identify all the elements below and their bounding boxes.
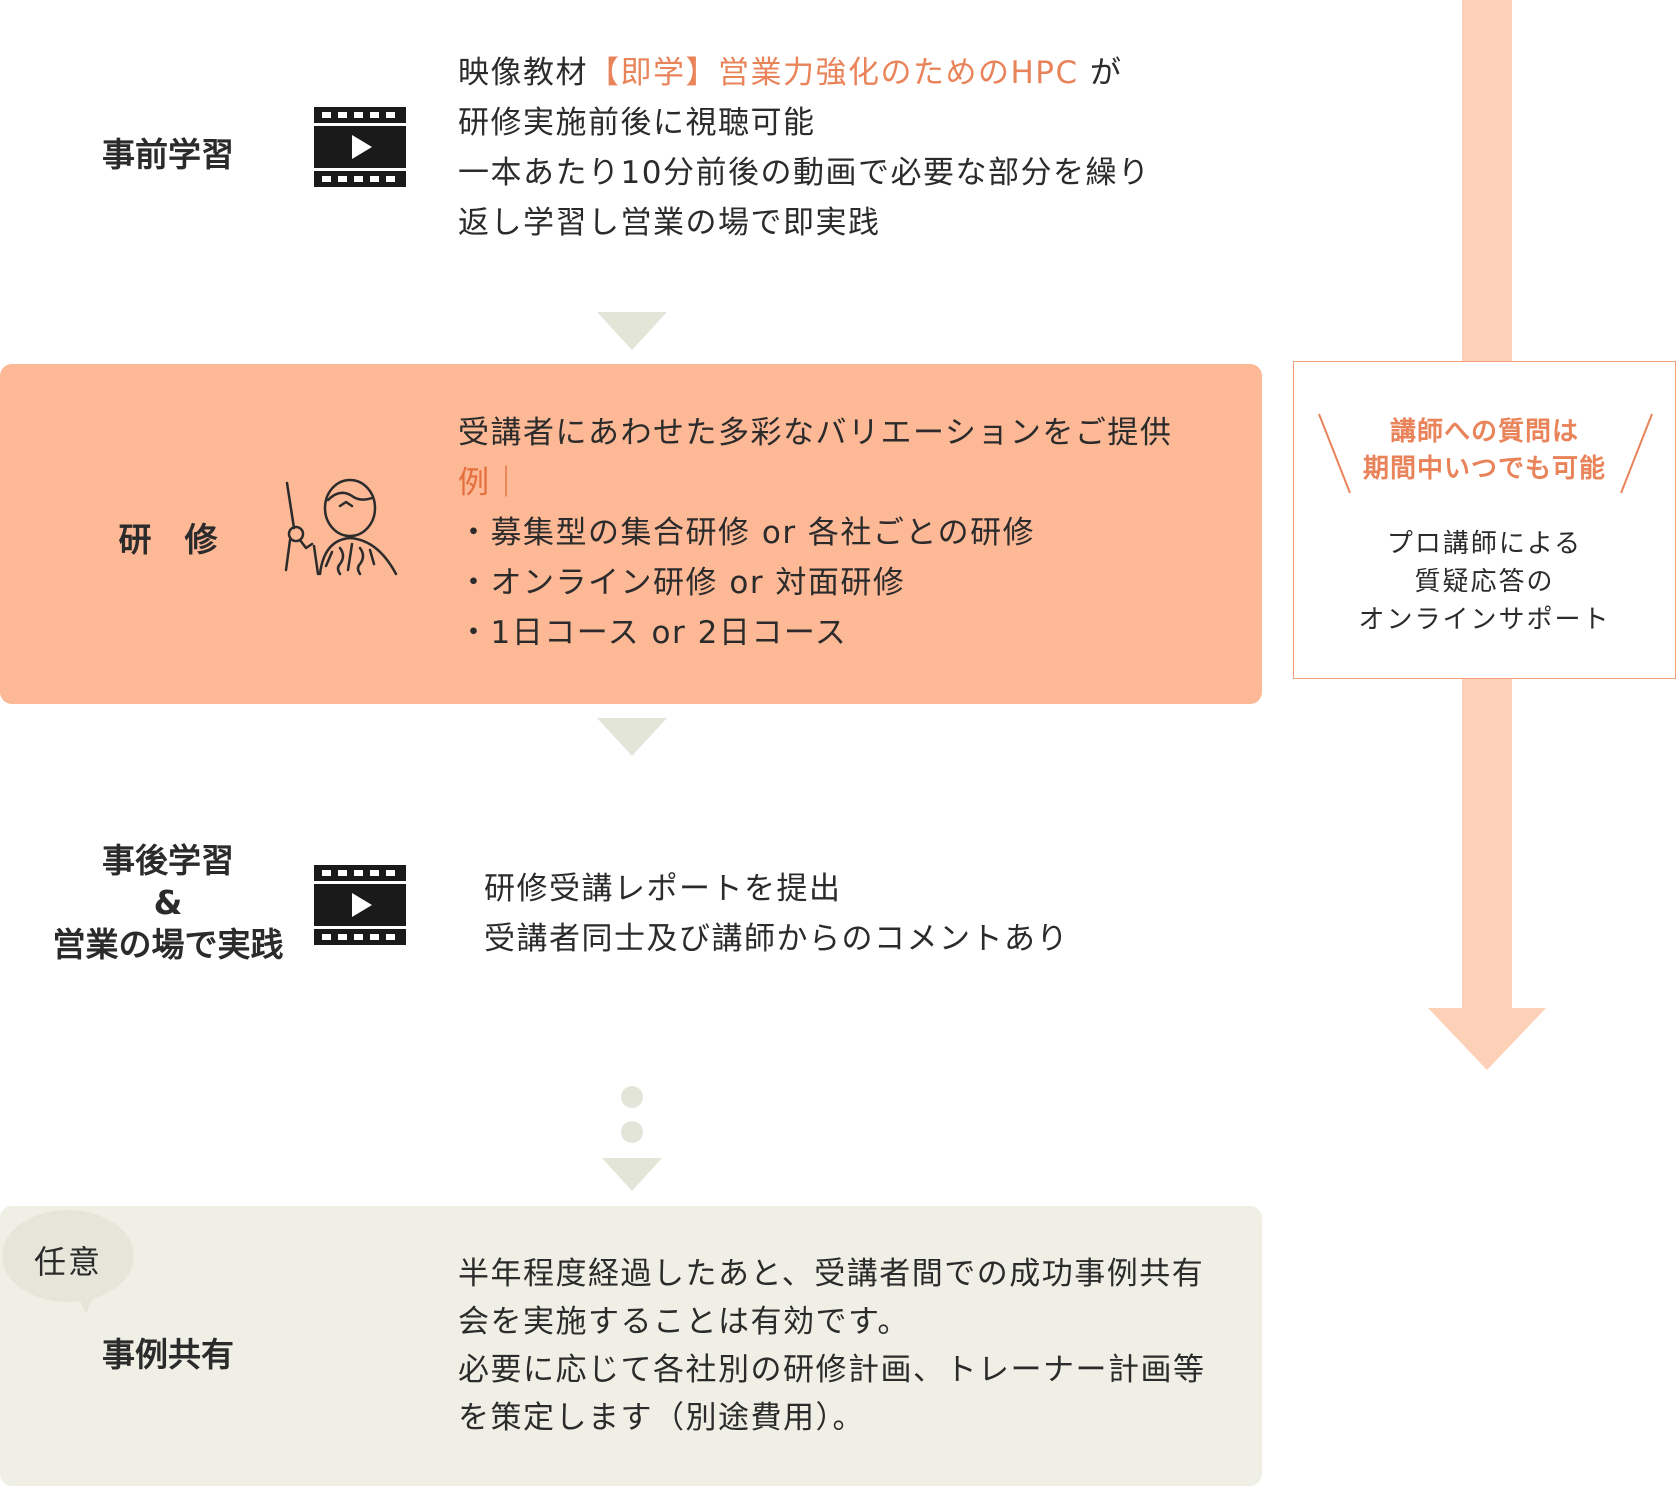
- case-sharing-box: [0, 1206, 1262, 1486]
- training-intro: 受講者にあわせた多彩なバリエーションをご提供: [458, 415, 1173, 451]
- support-body-line2: 質疑応答の: [1414, 567, 1555, 597]
- case-sharing-line: 半年程度経過したあと、受講者間での成功事例共有: [458, 1256, 1205, 1292]
- pre-study-line4: 返し学習し営業の場で即実践: [458, 205, 881, 241]
- training-box: [0, 364, 1262, 704]
- post-study-description: 研修受講レポートを提出 受講者同士及び講師からのコメントあり: [484, 864, 1224, 964]
- pre-study-description: 映像教材【即学】営業力強化のためのHPC が 研修実施前後に視聴可能 一本あたり…: [458, 48, 1198, 248]
- post-study-line2: 受講者同士及び講師からのコメントあり: [484, 921, 1069, 957]
- optional-badge-tail: [76, 1292, 96, 1314]
- pre-study-line1: 映像教材【即学】営業力強化のためのHPC が: [458, 48, 1198, 98]
- case-sharing-description: 半年程度経過したあと、受講者間での成功事例共有 会を実施することは有効です。 必…: [458, 1250, 1248, 1442]
- post-study-label-line2: &: [153, 883, 183, 922]
- case-sharing-line: 必要に応じて各社別の研修計画、トレーナー計画等: [458, 1352, 1206, 1388]
- video-play-icon: [314, 865, 406, 945]
- support-headline-line2: 期間中いつでも可能: [1362, 454, 1606, 484]
- support-headline: 講師への質問は 期間中いつでも可能: [1294, 414, 1675, 488]
- flow-arrow-3: [602, 1158, 662, 1191]
- training-description: 受講者にあわせた多彩なバリエーションをご提供 例｜ ・募集型の集合研修 or 各…: [458, 408, 1248, 658]
- support-arrow-head: [1428, 1008, 1546, 1070]
- optional-badge-label: 任意: [33, 1243, 102, 1281]
- pre-study-line1-prefix: 映像教材: [458, 55, 588, 91]
- flow-arrow-1: [597, 312, 667, 350]
- support-headline-line1: 講師への質問は: [1389, 417, 1579, 447]
- support-body: プロ講師による 質疑応答の オンラインサポート: [1294, 525, 1675, 639]
- pre-study-line3: 一本あたり10分前後の動画で必要な部分を繰り: [458, 155, 1151, 191]
- continuation-dot: [621, 1086, 643, 1108]
- training-item: ・募集型の集合研修 or 各社ごとの研修: [458, 515, 1036, 551]
- support-slash-decoration: [1318, 413, 1653, 494]
- video-play-icon: [314, 107, 406, 187]
- continuation-dot: [621, 1121, 643, 1143]
- training-item: ・1日コース or 2日コース: [458, 615, 848, 651]
- instructor-icon: [284, 478, 398, 576]
- optional-badge-bubble: [2, 1210, 134, 1302]
- pre-study-label: 事前学習: [102, 135, 234, 174]
- training-example-label: 例｜: [458, 465, 523, 501]
- training-label: 研 修: [118, 520, 218, 559]
- case-sharing-line: を策定します（別途費用）。: [458, 1400, 865, 1436]
- support-box: 講師への質問は 期間中いつでも可能 プロ講師による 質疑応答の オンラインサポー…: [1293, 361, 1676, 679]
- post-study-label-line3: 営業の場で実践: [52, 925, 284, 964]
- post-study-label: 事後学習 & 営業の場で実践: [40, 840, 296, 966]
- training-item: ・オンライン研修 or 対面研修: [458, 565, 906, 601]
- case-sharing-label: 事例共有: [102, 1335, 234, 1374]
- pre-study-line1-suffix: が: [1078, 55, 1123, 91]
- case-sharing-line: 会を実施することは有効です。: [458, 1304, 910, 1340]
- post-study-line1: 研修受講レポートを提出: [484, 871, 842, 907]
- support-body-line1: プロ講師による: [1386, 529, 1583, 559]
- flow-arrow-2: [597, 718, 667, 756]
- video-material-title: 【即学】営業力強化のためのHPC: [588, 55, 1079, 91]
- pre-study-line2: 研修実施前後に視聴可能: [458, 105, 816, 141]
- support-body-line3: オンラインサポート: [1358, 605, 1611, 635]
- post-study-label-line1: 事後学習: [102, 841, 234, 880]
